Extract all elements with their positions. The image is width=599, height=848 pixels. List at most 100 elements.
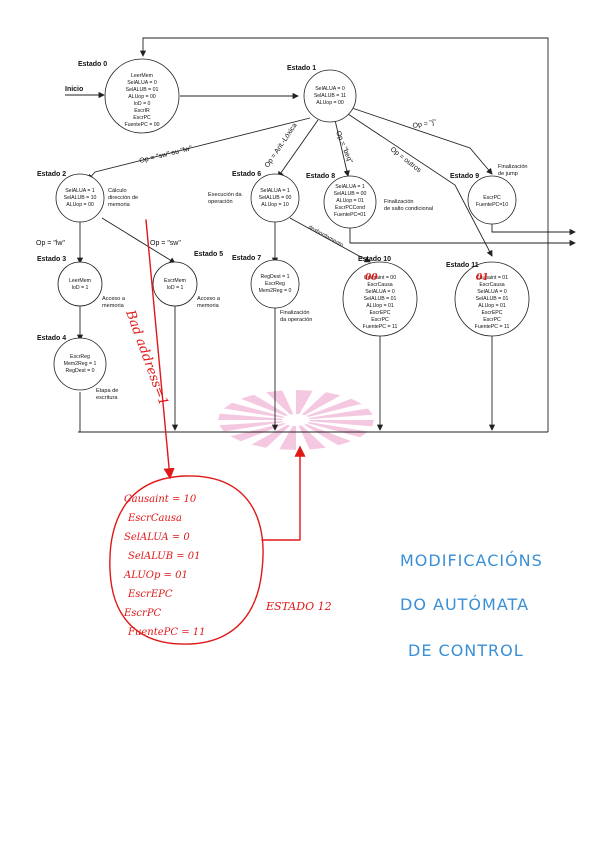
- cond-desbordamento: desbordamento: [307, 225, 344, 249]
- state-line: SelALUA = 0: [315, 86, 345, 92]
- sunburst-ray: [251, 420, 296, 448]
- title-line-3: DE CONTROL: [408, 641, 524, 660]
- sunburst-ray: [296, 420, 369, 438]
- state-line: FuentePC = 11: [363, 324, 398, 330]
- sunburst-ray: [218, 413, 296, 420]
- note-acceso-mem-5: Acceso a memoria: [197, 296, 222, 309]
- state-line: SelALUB = 00: [259, 195, 292, 201]
- state-4-label: Estado 4: [37, 335, 66, 342]
- sunburst-ray: [296, 392, 341, 420]
- new-state-line: EscrPC: [123, 608, 162, 619]
- cond-sw: Op = "sw": [150, 240, 181, 247]
- title-line-2: DO AUTÓMATA: [400, 595, 529, 614]
- state-line: Mem2Reg = 1: [64, 361, 97, 367]
- state-line: ALUop = 01: [336, 198, 364, 204]
- arrow-s1-s11: [347, 113, 493, 257]
- arrow-s1-s9: [351, 107, 493, 175]
- state-line: SelALUB = 11: [314, 93, 346, 99]
- sunburst-ray: [296, 398, 362, 420]
- sunburst-ray: [296, 420, 374, 427]
- state-line: ALUop = 10: [261, 202, 289, 208]
- state-line: EscrCausa: [479, 282, 504, 288]
- state-line: EscrPC: [483, 317, 501, 323]
- state-line: Mem2Reg = 0: [259, 288, 292, 294]
- state-line: EscrPC: [133, 115, 151, 121]
- state-line: SelALUB = 01: [364, 296, 397, 302]
- state-line: RegDest = 0: [66, 368, 95, 374]
- state-11-hand-correction: 01: [476, 273, 489, 283]
- state-line: LeerMem: [69, 278, 91, 284]
- state-line: EscrPC: [483, 195, 501, 201]
- note-exec-op: Execución da operación: [208, 192, 243, 205]
- state-line: IoD = 1: [72, 285, 89, 291]
- state-line: FuentePC = 00: [124, 122, 159, 128]
- new-state-label: ESTADO 12: [265, 600, 332, 613]
- state-line: SelALUA = 1: [335, 184, 365, 190]
- state-line: FuentePC=01: [334, 212, 366, 218]
- sunburst-ray: [266, 390, 296, 420]
- line-s8-right: [349, 226, 576, 247]
- state-11-label: Estado 11: [446, 262, 479, 269]
- state-line: EscrPCCond: [335, 205, 365, 211]
- state-line: SelALUA = 0: [365, 289, 395, 295]
- sunburst-ray: [296, 420, 326, 450]
- state-3-label: Estado 3: [37, 256, 66, 263]
- new-state-line: SelALUB = 01: [128, 551, 201, 562]
- sunburst-ray: [230, 420, 296, 442]
- title-line-1: MODIFICACIÓNS: [400, 551, 543, 570]
- state-10-label: Estado 10: [358, 256, 391, 263]
- red-arrow-to-new-state: [145, 219, 175, 480]
- state-line: LeerMem: [131, 73, 153, 79]
- new-state-line: FuentePC = 11: [127, 627, 206, 638]
- state-line: Causaint = 00: [364, 275, 396, 281]
- state-line: RegDest = 1: [261, 274, 290, 280]
- state-line: SelALUA = 0: [477, 289, 507, 295]
- new-state-line: ALUOp = 01: [123, 570, 188, 581]
- state-line: SelALUB = 01: [476, 296, 509, 302]
- state-line: SelALUA = 1: [65, 188, 95, 194]
- state-line: EscrReg: [265, 281, 285, 287]
- note-etapa-escr: Etapa de escritura: [96, 388, 120, 401]
- state-line: ALUop = 00: [66, 202, 94, 208]
- note-fin-op: Finalización da operación: [280, 310, 312, 323]
- sunburst-ray: [240, 394, 296, 420]
- new-state-line: EscrEPC: [127, 589, 173, 600]
- state-line: SelALUA = 1: [260, 188, 290, 194]
- new-state-line: SelALUA = 0: [124, 532, 190, 543]
- sunburst-ray: [223, 402, 296, 420]
- note-calc-dir: Cálculo dirección de memoria: [108, 188, 140, 208]
- state-line: FuentePC = 11: [475, 324, 510, 330]
- arrow-s2-s5: [101, 217, 176, 264]
- state-8-label: Estado 8: [306, 173, 335, 180]
- state-10-hand-correction: 00: [365, 273, 378, 283]
- state-line: SelALUB = 10: [64, 195, 97, 201]
- state-line: SelALUB = 01: [126, 87, 159, 93]
- note-fin-jump: Finalización de jump: [498, 164, 529, 177]
- arrow-s1-s6: [277, 119, 319, 178]
- state-line: EscrEPC: [481, 310, 502, 316]
- state-line: IoD = 0: [134, 101, 151, 107]
- state-line: ALUop = 00: [128, 94, 156, 100]
- state-line: SelALUA = 0: [127, 80, 157, 86]
- sunburst-ray: [279, 420, 296, 450]
- state-line: SelALUB = 00: [334, 191, 367, 197]
- state-line: Causaint = 01: [476, 275, 508, 281]
- pink-sunburst-decoration: [218, 390, 374, 450]
